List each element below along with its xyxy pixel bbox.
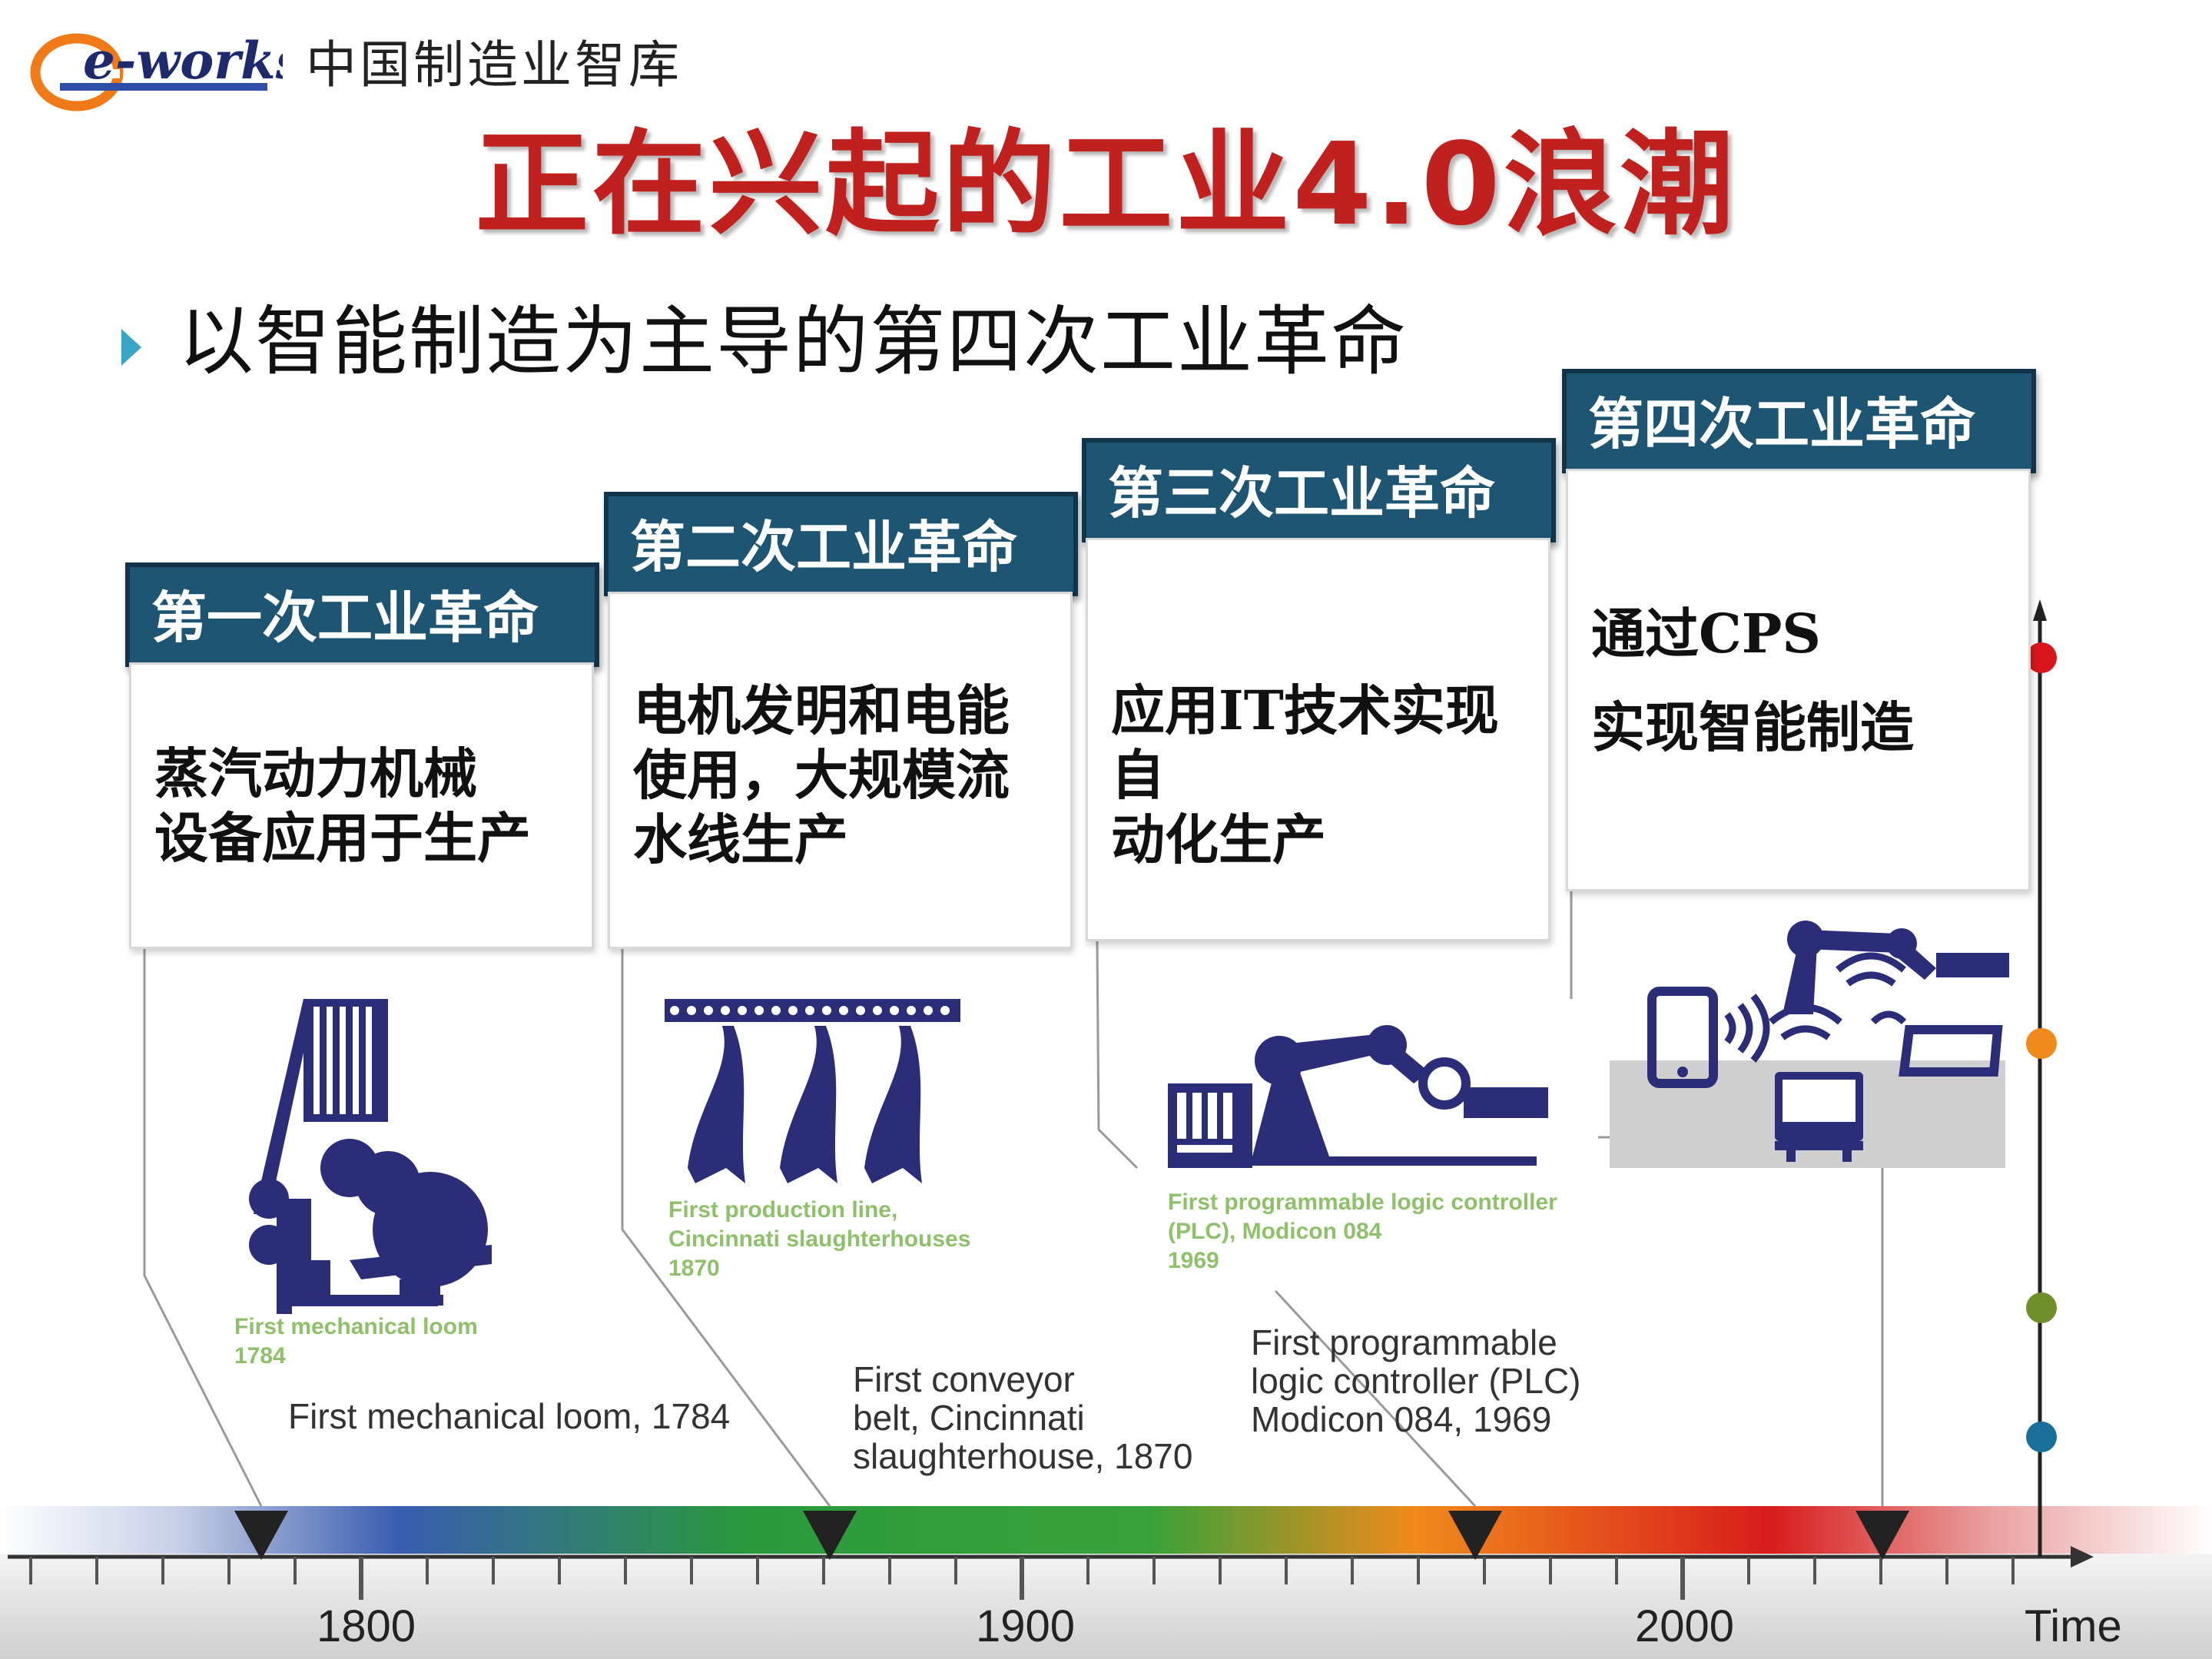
revolution-3-line-2: 动化生产 [1111,808,1326,871]
axis-background [0,1554,2212,1659]
caption-conveyor: First conveyor belt, Cincinnati slaughte… [853,1359,1193,1476]
axis-tick-label-2000: 2000 [1635,1601,1735,1651]
eworks-logo-mark: e-works [30,31,283,111]
revolution-3-line-1: 应用IT技术实现自 [1111,679,1499,807]
rail-dot [907,1006,916,1015]
figure-caption-loom: First mechanical loom 1784 [234,1314,478,1369]
revolution-1-line-1: 蒸汽动力机械 [154,742,477,805]
rail-dot [856,1006,865,1015]
dot-red [2026,642,2057,673]
vertical-arrow-icon [2033,599,2047,621]
rail-dot [940,1006,950,1015]
axis-arrow-icon [2071,1546,2094,1568]
cps-devices-icon [1610,921,2009,1168]
page-title: 正在兴起的工业4.0浪潮 [475,118,1737,251]
caption-plc: First programmable logic controller (PLC… [1251,1322,1581,1439]
revolution-2-line-3: 水线生产 [633,808,848,871]
revolution-2-header: 第二次工业革命 [604,492,1078,596]
revolution-4-line-1: 通过CPS [1591,602,1821,665]
revolution-4-line-2: 实现智能制造 [1591,695,1914,759]
plc-robot-icon [1168,1025,1548,1168]
rail-dot [738,1006,747,1015]
bullet-arrow-icon [121,329,141,366]
rail-dot [687,1006,696,1015]
rail-dot [788,1006,798,1015]
revolution-3-body: 应用IT技术实现自 动化生产 [1086,538,1550,941]
marker-1784 [234,1511,288,1560]
dot-orange [2026,1028,2057,1059]
marker-1870 [803,1511,857,1560]
revolution-2-line-1: 电机发明和电能 [633,679,1010,742]
rail-dot [721,1006,730,1015]
rail-dot [805,1006,814,1015]
axis-minor-ticks [29,1557,2015,1600]
axis-end-label: Time [2025,1601,2122,1651]
timeline-markers [234,1511,1909,1560]
brand-name: 中国制造业智库 [306,35,682,95]
marker-1969 [1448,1511,1502,1560]
rail-dot [890,1006,899,1015]
rail-dot [839,1006,848,1015]
axis-tick-label-1800: 1800 [317,1601,416,1651]
loom-icon [249,999,492,1314]
production-line-icon [665,999,960,1183]
subtitle: 以智能制造为主导的第四次工业革命 [178,298,1408,386]
revolution-1-line-2: 设备应用于生产 [154,806,531,870]
rail-dot [704,1006,713,1015]
rail-dot [873,1006,882,1015]
figure-caption-plc: First programmable logic controller (PLC… [1168,1190,1557,1273]
revolution-3-header: 第三次工业革命 [1082,438,1556,542]
revolution-1-header: 第一次工业革命 [125,562,599,667]
axis-tick-label-1900: 1900 [976,1601,1076,1651]
revolution-4-body: 通过CPS 实现智能制造 [1566,469,2031,891]
revolution-2-line-2: 使用，大规模流 [633,743,1010,807]
era-color-band [0,1506,2212,1554]
revolution-4-header: 第四次工业革命 [1562,369,2036,473]
rail-dot [754,1006,764,1015]
revolution-2-body: 电机发明和电能 使用，大规模流 水线生产 [608,592,1073,949]
rail-dot [822,1006,831,1015]
caption-loom: First mechanical loom, 1784 [288,1396,731,1436]
rail-dot [771,1006,781,1015]
dot-olive [2026,1292,2057,1323]
rail-dot [670,1006,679,1015]
rail-dot [924,1006,933,1015]
eworks-logo: e-works [29,28,283,112]
marker-future [1855,1511,1909,1560]
revolution-1-body: 蒸汽动力机械 设备应用于生产 [129,662,594,949]
logo-wordmark: e-works [83,31,283,91]
figure-caption-production-line: First production line, Cincinnati slaugh… [668,1197,971,1281]
dot-blue [2026,1422,2057,1452]
